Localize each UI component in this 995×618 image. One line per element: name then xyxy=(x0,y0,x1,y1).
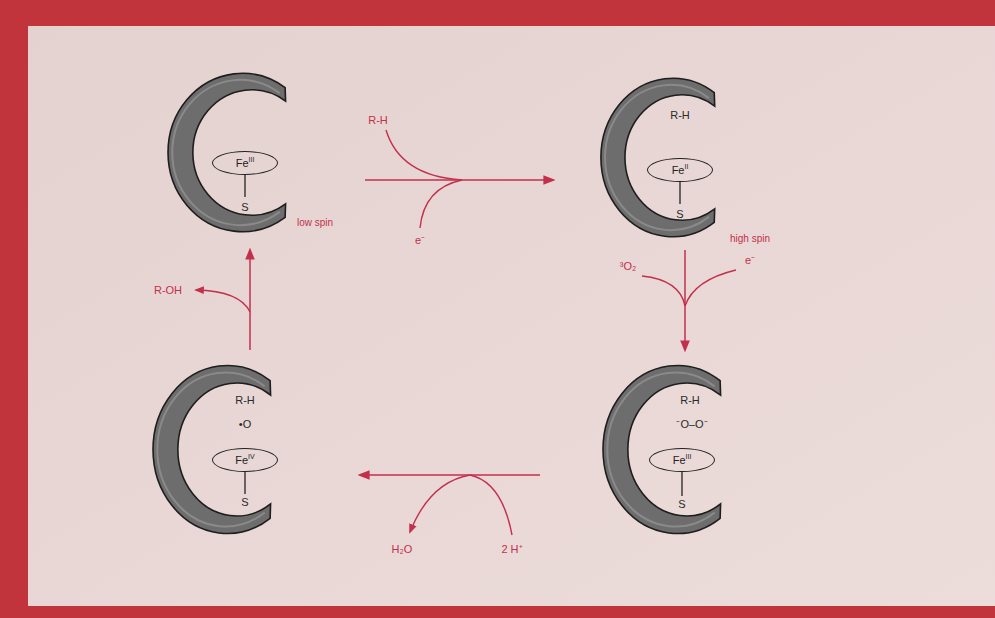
ligand-text: R-H xyxy=(670,109,690,121)
iron-sulfur-bond xyxy=(681,472,682,496)
iron-sulfur-bond xyxy=(679,182,680,204)
reactant-label: R-OH xyxy=(154,284,182,296)
heme-iron: FeIV xyxy=(212,448,278,472)
input-branch xyxy=(420,180,462,228)
reaction-arrow xyxy=(360,474,540,476)
ligand-text: S xyxy=(241,496,248,508)
ligand-text: S xyxy=(678,498,685,510)
enzyme-state: R-H ⁻O–O⁻ S FeIII xyxy=(600,362,755,537)
protein-shape xyxy=(150,362,305,537)
input-branch xyxy=(470,475,512,535)
oxidation-state: III xyxy=(686,453,692,460)
reaction-arrow xyxy=(365,179,553,181)
iron-sulfur-bond xyxy=(244,175,245,197)
ligand-text: R-H xyxy=(680,394,700,406)
input-branch xyxy=(386,130,462,180)
input-branch xyxy=(642,276,685,306)
ligand-text: S xyxy=(676,208,683,220)
iron-sulfur-bond xyxy=(244,472,245,494)
enzyme-state: R-HShigh spinFeII xyxy=(598,75,748,240)
spin-state: low spin xyxy=(297,217,333,228)
output-branch xyxy=(410,475,470,532)
oxidation-state: II xyxy=(684,163,688,170)
protein-body xyxy=(168,73,286,231)
oxidation-state: III xyxy=(249,156,255,163)
protein-shading xyxy=(172,80,279,225)
protein-shape xyxy=(600,362,755,537)
heme-iron: FeIII xyxy=(649,448,715,472)
reactant-label: 2 H⁺ xyxy=(501,543,522,555)
ligand-text: ⁻O–O⁻ xyxy=(676,418,707,430)
spin-state: high spin xyxy=(730,233,770,244)
element-symbol: Fe xyxy=(235,455,248,466)
output-branch xyxy=(196,290,250,312)
protein-shading xyxy=(605,85,709,230)
protein-body xyxy=(153,366,271,534)
element-symbol: Fe xyxy=(673,455,686,466)
enzyme-state: Slow spinFeIII xyxy=(165,70,320,235)
element-symbol: Fe xyxy=(672,165,685,176)
ligand-text: S xyxy=(241,201,248,213)
reaction-arrow xyxy=(684,250,686,350)
reactant-label: ³O₂ xyxy=(620,260,637,272)
ligand-text: •O xyxy=(239,418,251,430)
enzyme-state: R-H •O S FeIV xyxy=(150,362,305,537)
heme-iron: FeIII xyxy=(212,151,278,175)
protein-body xyxy=(601,78,715,236)
reactant-label: e⁻ xyxy=(415,234,425,246)
protein-shading xyxy=(607,373,714,527)
protein-shading xyxy=(157,373,264,527)
protein-body xyxy=(603,366,721,534)
input-branch xyxy=(685,270,736,306)
reactant-label: R-H xyxy=(368,114,388,126)
heme-iron: FeII xyxy=(647,158,713,182)
ligand-text: R-H xyxy=(235,394,255,406)
oxidation-state: IV xyxy=(248,453,255,460)
reactant-label: e⁻ xyxy=(745,254,755,266)
reactant-label: H₂O xyxy=(392,543,413,555)
reaction-arrow xyxy=(249,250,251,350)
paper xyxy=(28,26,995,606)
element-symbol: Fe xyxy=(236,158,249,169)
